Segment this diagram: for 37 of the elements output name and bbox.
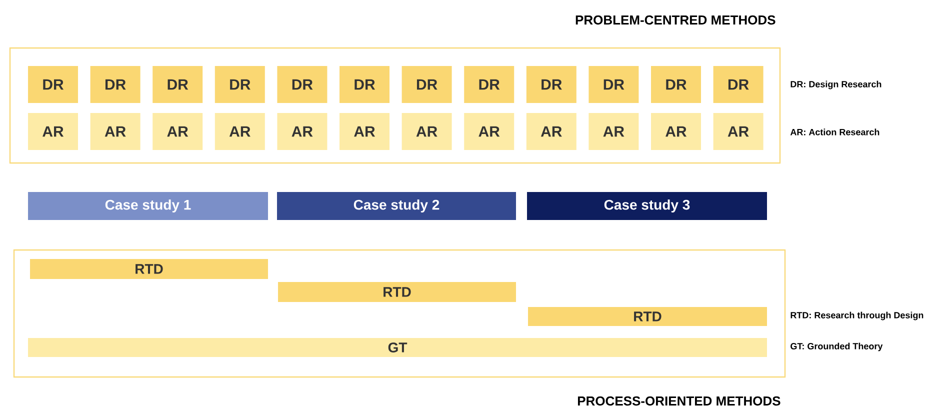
method-bar: GT (28, 338, 767, 357)
method-box: DR (90, 66, 140, 103)
legend-text: RTD: Research through Design (790, 312, 924, 320)
method-box: DR (340, 66, 390, 103)
method-bar: RTD (278, 282, 516, 302)
method-box: AR (402, 113, 452, 150)
method-box: AR (28, 113, 78, 150)
method-box: AR (588, 113, 639, 150)
method-box: DR (464, 66, 514, 103)
node-label: PROCESS-ORIENTED METHODS (578, 396, 780, 406)
method-box: DR (402, 66, 452, 103)
method-box: DR (152, 66, 203, 103)
method-box: DR (277, 66, 328, 103)
method-box: AR (464, 113, 514, 150)
method-box: DR (214, 66, 265, 103)
method-box: DR (588, 66, 639, 103)
node-label: PROBLEM-CENTRED METHODS (576, 15, 776, 25)
method-box: DR (651, 66, 701, 103)
case-study-bar: Case study 3 (527, 192, 767, 220)
method-box: DR (28, 66, 78, 103)
method-box: AR (526, 113, 576, 150)
method-bar: RTD (528, 306, 767, 326)
legend-text: AR: Action Research (790, 128, 880, 136)
method-box: AR (651, 113, 701, 150)
method-box: DR (526, 66, 576, 103)
method-bar: RTD (30, 259, 268, 279)
method-box: DR (713, 66, 764, 103)
method-box: AR (152, 113, 203, 150)
method-box: AR (340, 113, 390, 150)
method-box: AR (713, 113, 764, 150)
legend-text: DR: Design Research (790, 80, 882, 90)
method-box: AR (214, 113, 265, 150)
method-box: AR (90, 113, 140, 150)
case-study-bar: Case study 1 (28, 192, 268, 220)
case-study-bar: Case study 2 (277, 192, 516, 220)
legend-text: GT: Grounded Theory (790, 342, 883, 352)
method-box: AR (277, 113, 328, 150)
